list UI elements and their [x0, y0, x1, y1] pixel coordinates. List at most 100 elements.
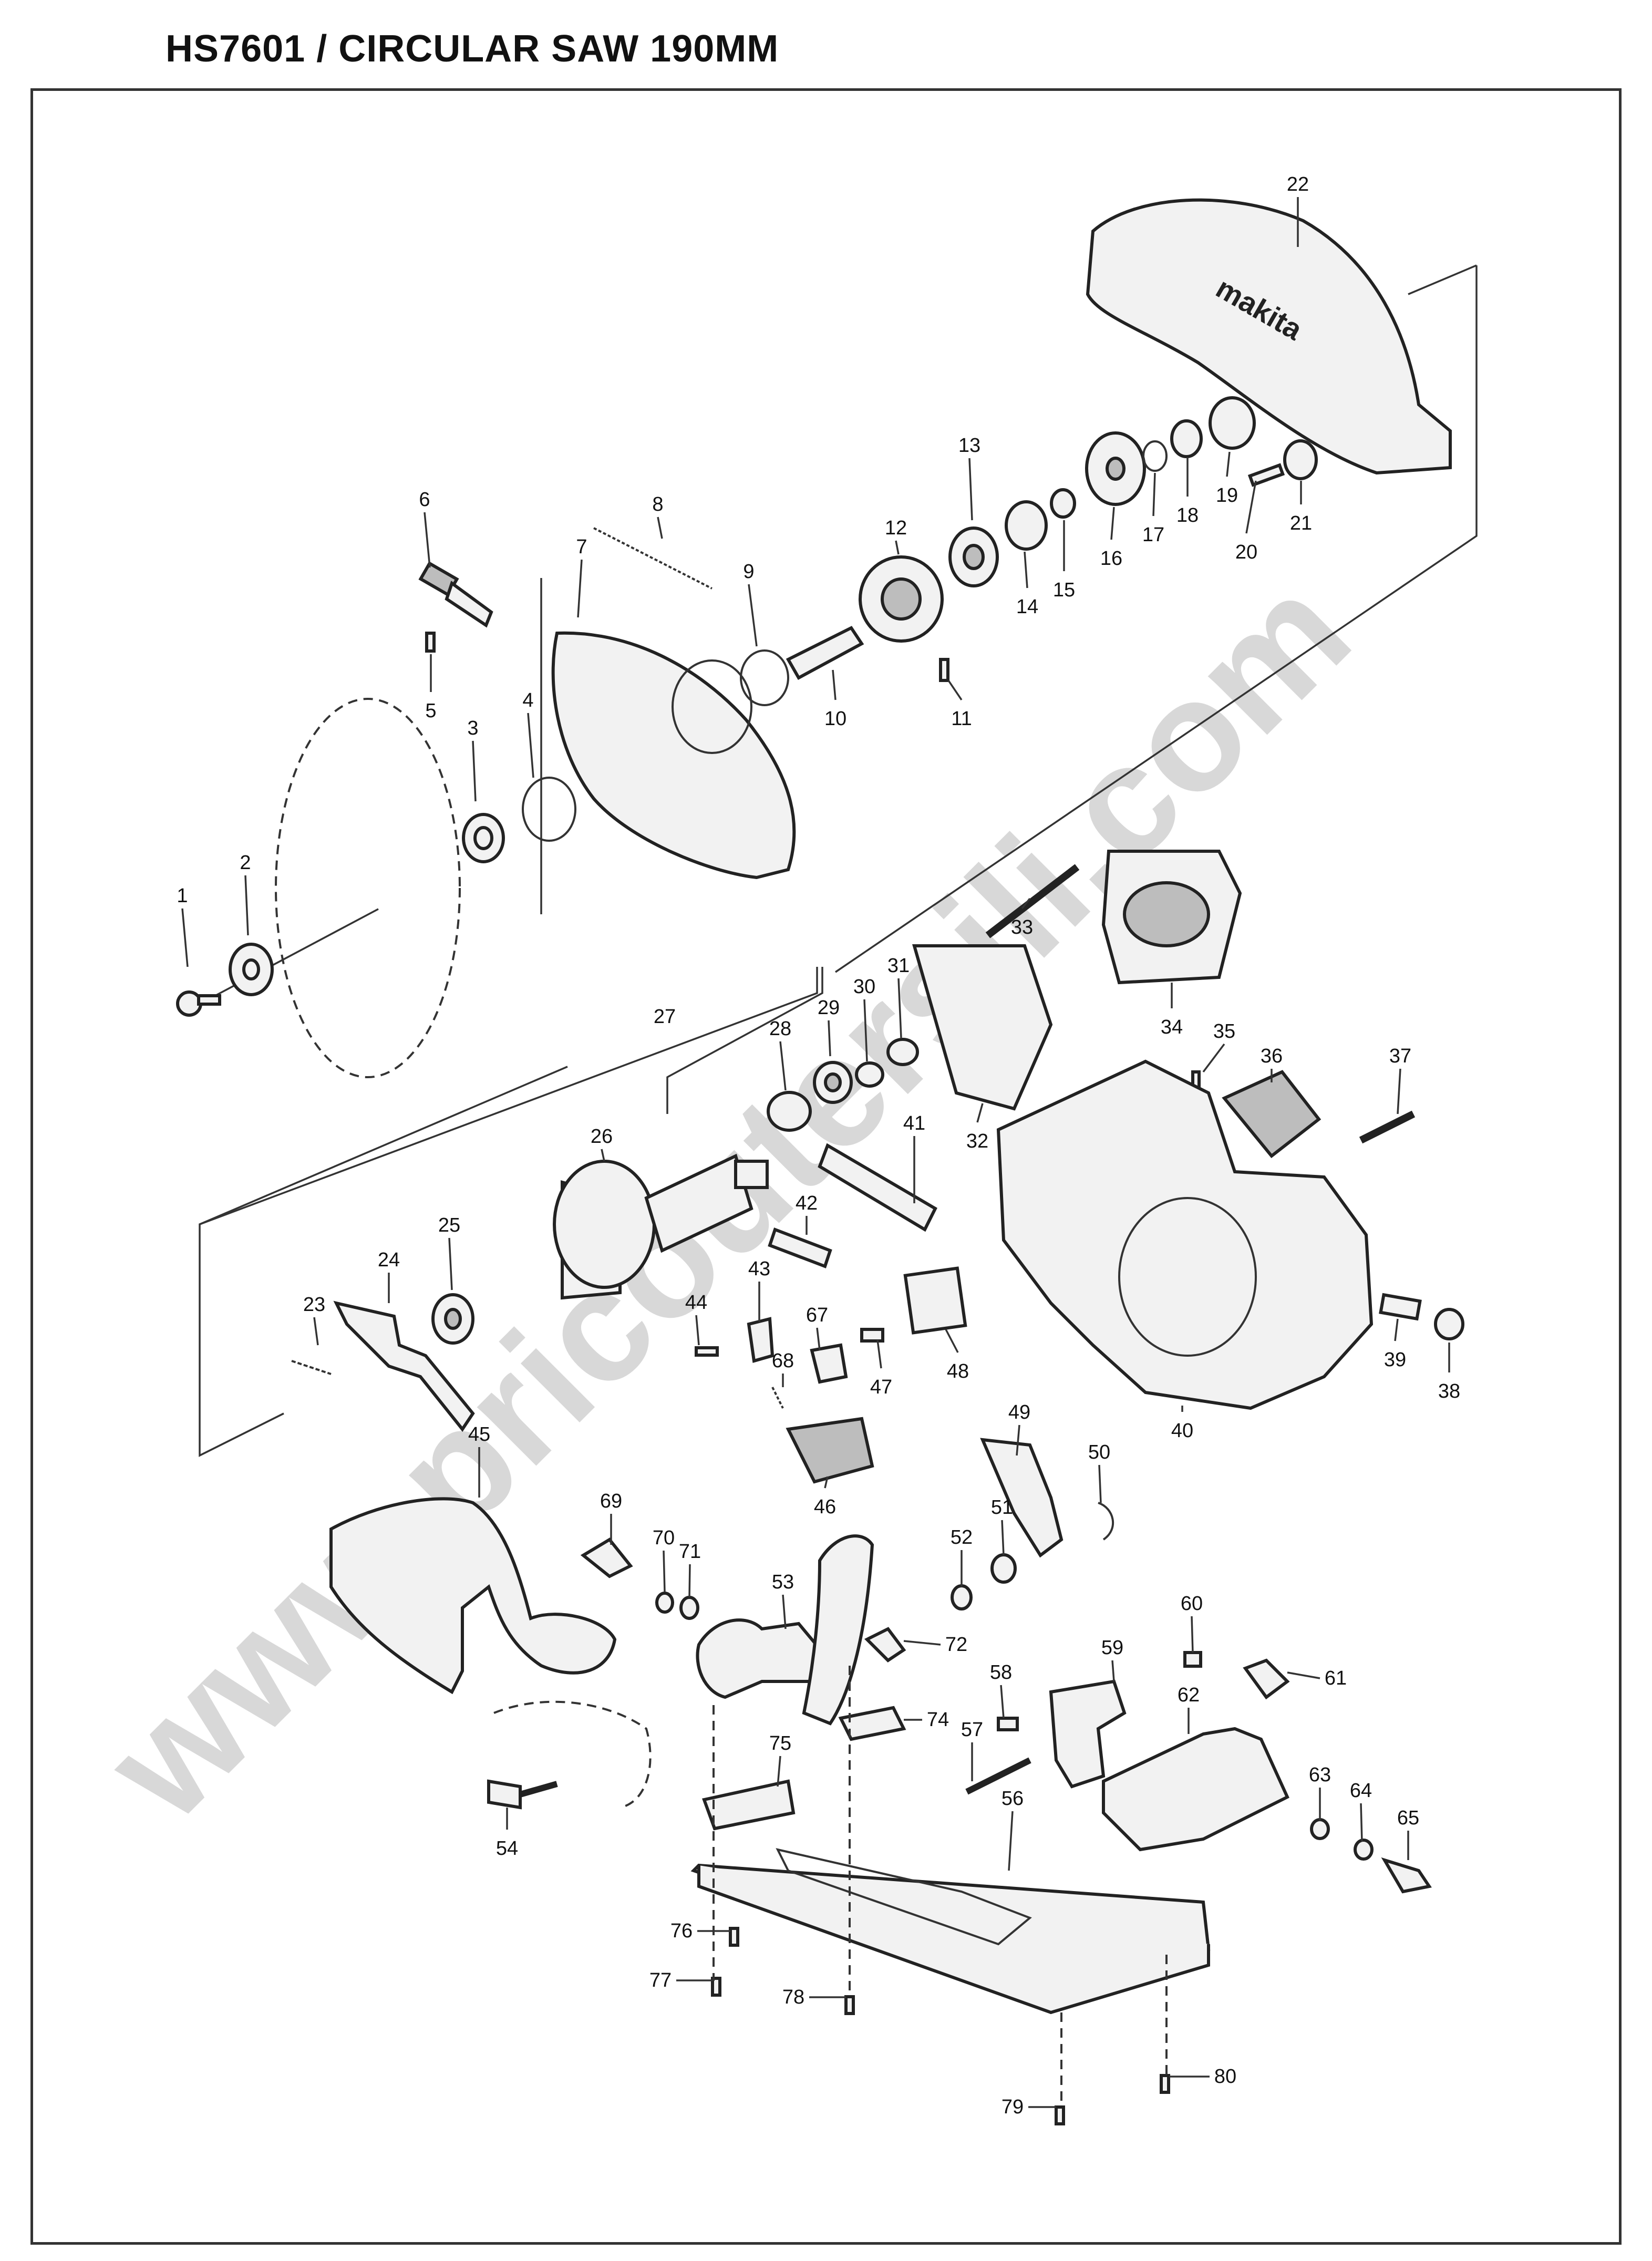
part-number-label: 51 [991, 1496, 1013, 1519]
part-number-label: 19 [1216, 484, 1238, 507]
leader-line-26 [601, 1149, 605, 1162]
part-number-label: 16 [1100, 548, 1122, 570]
part-number-label: 80 [1214, 2066, 1236, 2088]
part-number-label: 65 [1397, 1807, 1419, 1829]
part-number-label: 18 [1176, 504, 1199, 526]
base-parts-row [329, 1438, 1432, 2125]
leader-line-39 [1394, 1318, 1399, 1341]
part-number-label: 78 [782, 1986, 804, 2008]
part-number-label: 46 [814, 1496, 836, 1518]
part-number-label: 5 [425, 700, 436, 722]
leader-line-71 [688, 1564, 691, 1598]
part-number-label: 71 [679, 1541, 701, 1563]
leader-line-10 [832, 669, 837, 700]
part-number-label: 39 [1384, 1349, 1406, 1371]
part-number-label: 10 [824, 708, 846, 730]
part-number-label: 24 [378, 1249, 400, 1271]
part-number-label: 69 [600, 1490, 622, 1512]
leader-line-31 [897, 978, 902, 1038]
part-number-label: 41 [903, 1112, 925, 1134]
part-number-label: 29 [818, 997, 840, 1019]
leader-line-44 [695, 1315, 700, 1346]
leader-line-64 [1360, 1803, 1363, 1842]
leader-line-6 [424, 512, 431, 568]
part-number-label: 74 [927, 1709, 949, 1731]
part-number-label: 30 [853, 976, 875, 998]
leader-line-75 [777, 1756, 781, 1787]
part-number-label: 61 [1325, 1667, 1347, 1689]
part-number-label: 9 [743, 561, 754, 583]
leader-line-35 [1202, 1043, 1225, 1073]
leader-line-59 [1111, 1660, 1115, 1682]
part-number-label: 37 [1389, 1045, 1411, 1067]
part-number-label: 42 [796, 1192, 818, 1214]
leader-line-3 [472, 740, 477, 802]
part-number-label: 64 [1350, 1780, 1372, 1802]
part-number-label: 60 [1181, 1593, 1203, 1615]
part-number-label: 7 [576, 536, 587, 558]
leader-line-48 [945, 1329, 959, 1353]
part-number-label: 53 [772, 1571, 794, 1593]
part-number-label: 67 [806, 1304, 828, 1326]
leader-line-11 [947, 680, 963, 700]
upper-parts-row: makita [176, 198, 1452, 1017]
part-number-label: 13 [958, 435, 980, 457]
part-number-label: 26 [591, 1126, 613, 1148]
leader-line-7 [577, 559, 583, 618]
part-number-label: 22 [1287, 173, 1309, 195]
leader-line-37 [1397, 1068, 1401, 1114]
part-number-label: 4 [522, 689, 533, 711]
leader-line-30 [863, 999, 868, 1062]
part-number-label: 48 [947, 1360, 969, 1382]
leader-line-13 [968, 458, 973, 521]
leader-line-60 [1191, 1616, 1194, 1653]
leader-line-50 [1098, 1464, 1102, 1503]
part-number-label: 20 [1235, 541, 1257, 563]
diagram-frame [30, 88, 1622, 2245]
part-number-label: 23 [303, 1294, 325, 1316]
part-number-label: 72 [945, 1634, 967, 1656]
part-number-label: 28 [769, 1018, 791, 1040]
part-number-label: 33 [1011, 916, 1033, 938]
leader-line-61 [1287, 1671, 1320, 1679]
part-number-label: 54 [496, 1837, 518, 1860]
part-number-label: 12 [885, 517, 907, 539]
leader-line-58 [1000, 1685, 1005, 1719]
part-number-label: 31 [887, 955, 910, 977]
part-number-label: 59 [1101, 1637, 1123, 1659]
leader-line-20 [1245, 480, 1257, 534]
part-number-label: 77 [649, 1969, 672, 1991]
part-number-label: 36 [1261, 1045, 1283, 1067]
part-number-label: 35 [1213, 1020, 1235, 1042]
leader-line-32 [976, 1103, 984, 1123]
leader-line-33 [1021, 897, 1031, 910]
part-number-label: 49 [1008, 1401, 1030, 1423]
leader-line-8 [657, 517, 663, 539]
part-number-label: 1 [177, 885, 188, 907]
part-number-label: 3 [467, 717, 478, 739]
part-number-label: 70 [653, 1527, 675, 1549]
leader-line-53 [782, 1594, 787, 1629]
part-number-label: 34 [1161, 1016, 1183, 1038]
leader-line-56 [1008, 1811, 1014, 1871]
part-number-label: 15 [1053, 579, 1075, 601]
part-number-label: 43 [748, 1258, 770, 1280]
leader-line-19 [1226, 451, 1231, 477]
leader-line-12 [895, 540, 900, 555]
part-number-label: 79 [1001, 2096, 1024, 2118]
leader-line-2 [244, 875, 249, 936]
page-title: HS7601 / CIRCULAR SAW 190MM [166, 28, 779, 70]
part-number-label: 44 [685, 1292, 707, 1314]
leader-line-70 [663, 1550, 666, 1593]
leader-line-1 [181, 908, 189, 967]
part-number-label: 32 [966, 1130, 988, 1152]
part-number-label: 58 [990, 1661, 1012, 1684]
part-number-label: 11 [951, 708, 972, 730]
part-number-label: 45 [468, 1423, 490, 1446]
part-number-label: 68 [772, 1350, 794, 1372]
part-number-label: 75 [769, 1732, 791, 1754]
part-number-label: 8 [652, 493, 663, 515]
part-number-label: 17 [1142, 524, 1164, 546]
